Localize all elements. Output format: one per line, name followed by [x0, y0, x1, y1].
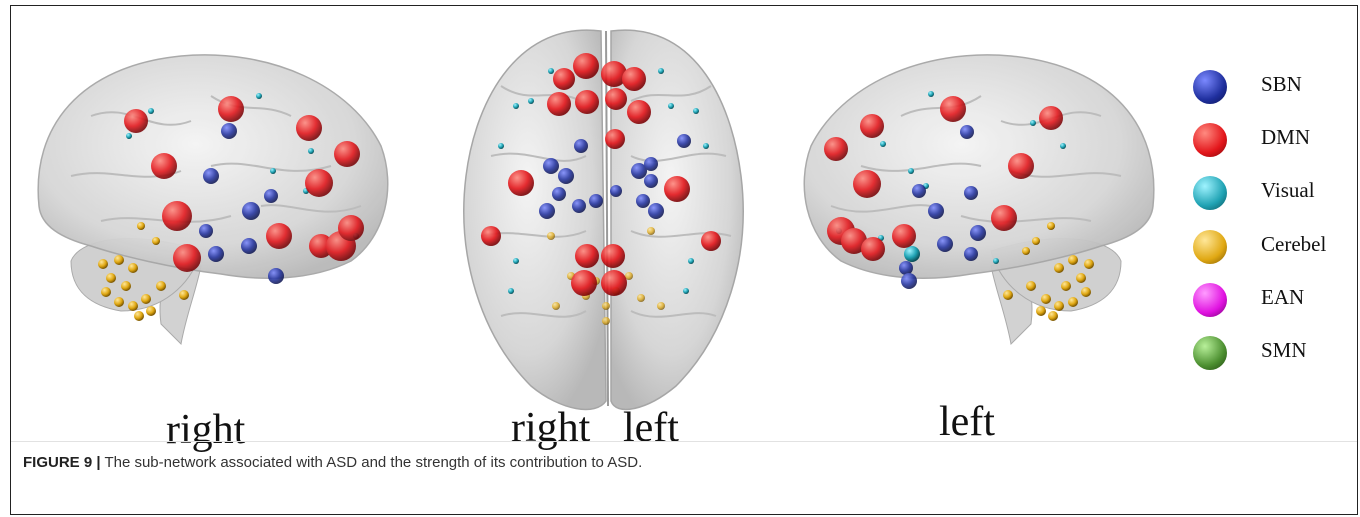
caption-divider	[11, 441, 1357, 442]
legend-item-ean: EAN	[1181, 279, 1351, 319]
brain-right-lateral	[38, 55, 388, 344]
smn-sphere-icon	[1193, 336, 1227, 370]
legend-item-cerebel: Cerebel	[1181, 226, 1351, 266]
dmn-sphere-icon	[1193, 123, 1227, 157]
view-label-right-lateral: right	[166, 406, 245, 454]
legend-label: SBN	[1261, 72, 1302, 97]
ean-sphere-icon	[1193, 283, 1227, 317]
brain-left-lateral	[804, 55, 1154, 344]
figure-caption: FIGURE 9 | The sub-network associated wi…	[23, 454, 642, 471]
view-label-dorsal-right: right	[511, 404, 590, 452]
view-label-dorsal-left: left	[623, 404, 679, 452]
legend-label: EAN	[1261, 285, 1304, 310]
legend-item-visual: Visual	[1181, 172, 1351, 212]
visual-sphere-icon	[1193, 176, 1227, 210]
cerebel-sphere-icon	[1193, 230, 1227, 264]
figure-panel: SBN DMN Visual Cerebel EAN SMN right rig…	[10, 5, 1358, 515]
view-label-left-lateral: left	[939, 398, 995, 446]
caption-label: FIGURE 9 |	[23, 454, 101, 471]
legend-item-sbn: SBN	[1181, 66, 1351, 106]
legend-label: SMN	[1261, 338, 1307, 363]
legend-item-smn: SMN	[1181, 332, 1351, 372]
brain-dorsal	[464, 30, 743, 409]
caption-text: The sub-network associated with ASD and …	[101, 454, 643, 471]
legend-item-dmn: DMN	[1181, 119, 1351, 159]
brain-views	[11, 6, 1359, 426]
legend-label: Cerebel	[1261, 232, 1326, 257]
legend-label: Visual	[1261, 178, 1315, 203]
legend-label: DMN	[1261, 125, 1310, 150]
sbn-sphere-icon	[1193, 70, 1227, 104]
